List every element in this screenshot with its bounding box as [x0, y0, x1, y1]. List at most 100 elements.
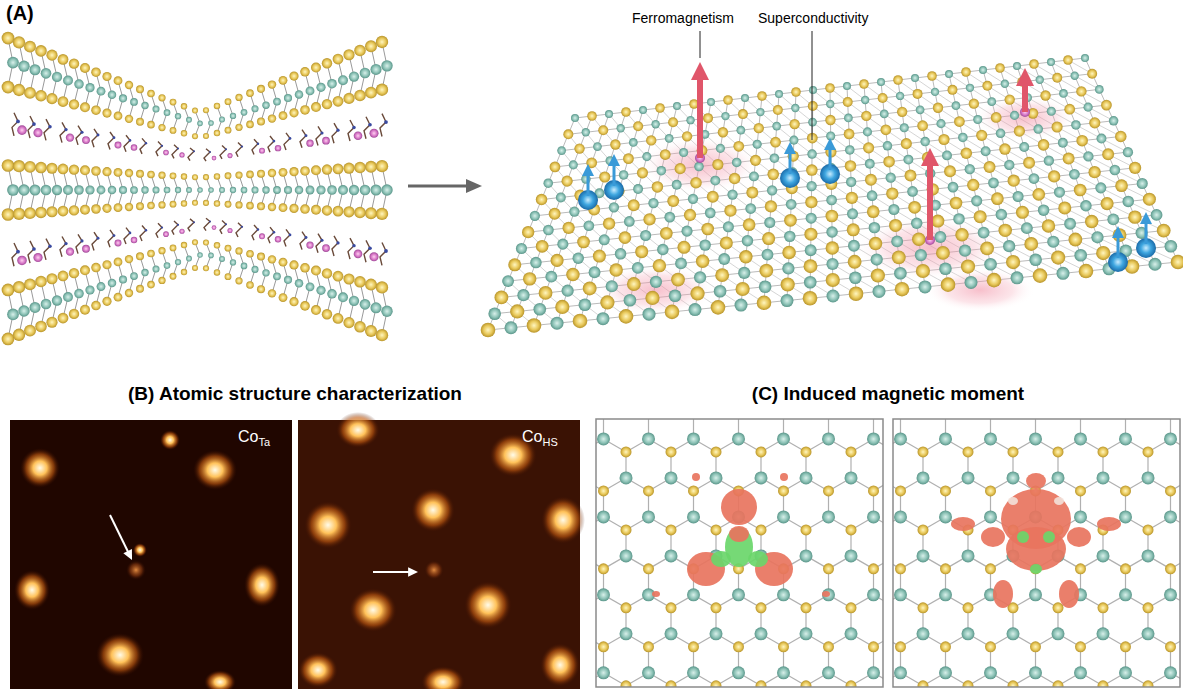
- cobalt-atom: [306, 241, 313, 248]
- molecule: [332, 123, 338, 143]
- sulfur-atom: [587, 111, 597, 121]
- tantalum-atom: [945, 70, 953, 78]
- sulfur-atom: [376, 160, 388, 172]
- tantalum-atom: [789, 136, 798, 145]
- molecule: [172, 221, 178, 235]
- sulfur-atom: [80, 63, 90, 73]
- cobalt-atom: [66, 248, 74, 256]
- sulfur-atom: [770, 137, 781, 148]
- sulfur-atom: [808, 101, 818, 111]
- sulfur-atom: [46, 50, 57, 61]
- tantalum-atom: [327, 79, 337, 89]
- tantalum-atom: [7, 57, 19, 69]
- sulfur-atom: [268, 289, 276, 297]
- tantalum-atom: [936, 119, 945, 128]
- sulfur-atom: [550, 162, 561, 173]
- molecule-atom: [113, 136, 116, 139]
- sulfur-atom: [703, 113, 713, 123]
- tantalum-atom: [18, 184, 29, 195]
- sulfur-atom: [2, 159, 15, 172]
- tantalum-atom: [97, 87, 106, 96]
- tantalum-atom: [707, 98, 715, 106]
- sulfur-atom: [125, 203, 133, 211]
- tantalum-atom: [1001, 80, 1009, 88]
- sulfur-atom: [322, 164, 332, 174]
- sulfur-atom: [35, 321, 47, 333]
- sulfur-atom: [1064, 104, 1075, 115]
- molecule: [204, 149, 210, 161]
- sulfur-atom: [246, 121, 254, 129]
- sulfur-atom: [279, 258, 288, 267]
- sulfur-atom: [114, 203, 123, 212]
- molecule-atom: [273, 140, 276, 143]
- tantalum-atom: [327, 185, 337, 195]
- sulfur-atom: [136, 118, 144, 126]
- sulfur-atom: [24, 207, 36, 219]
- sulfur-atom: [158, 172, 165, 179]
- sulfur-atom: [158, 124, 165, 131]
- sulfur-atom: [225, 98, 232, 105]
- sulfur-atom: [69, 58, 79, 68]
- sulfur-atom: [300, 301, 310, 311]
- tantalum-atom: [642, 152, 651, 161]
- sulfur-atom: [13, 208, 25, 220]
- sulfur-atom: [214, 130, 220, 136]
- tantalum-atom: [809, 86, 817, 94]
- tantalum-atom: [900, 123, 909, 132]
- sulfur-atom: [246, 202, 254, 210]
- sulfur-atom: [214, 269, 220, 275]
- sulfur-atom: [897, 107, 907, 117]
- tantalum-atom: [141, 186, 148, 193]
- sulfur-atom: [343, 93, 354, 104]
- sulfur-atom: [365, 161, 377, 173]
- sulfur-atom: [354, 207, 366, 219]
- cobalt-atom: [259, 148, 265, 154]
- sulfur-atom: [655, 103, 665, 113]
- sulfur-atom: [343, 163, 354, 174]
- sulfur-atom: [91, 166, 101, 176]
- molecule-atom: [64, 242, 67, 245]
- sulfur-atom: [563, 129, 573, 139]
- tantalum-atom: [861, 96, 869, 104]
- tantalum-atom: [741, 94, 749, 102]
- molecule-atom: [368, 246, 372, 250]
- tantalum-atom: [381, 60, 392, 71]
- tantalum-atom: [130, 272, 138, 280]
- tantalum-atom: [349, 71, 359, 81]
- tantalum-atom: [1036, 76, 1044, 84]
- molecule: [28, 116, 34, 138]
- tantalum-atom: [686, 116, 694, 124]
- tantalum-atom: [186, 187, 192, 193]
- sulfur-atom: [225, 273, 232, 280]
- sulfur-atom: [46, 93, 57, 104]
- molecule: [268, 136, 274, 152]
- tantalum-atom: [775, 90, 783, 98]
- molecule: [172, 145, 178, 159]
- molecule: [236, 223, 242, 237]
- molecule-atom: [273, 231, 276, 234]
- sulfur-atom: [311, 165, 321, 175]
- tantalum-atom: [7, 184, 19, 196]
- sulfur-atom: [192, 133, 198, 139]
- arrow-head: [466, 179, 482, 193]
- tantalum-atom: [164, 187, 171, 194]
- sulfur-atom: [246, 171, 254, 179]
- sulfur-atom: [203, 174, 209, 180]
- tantalum-atom: [273, 186, 281, 194]
- sulfur-atom: [91, 67, 101, 77]
- sulfur-atom: [791, 87, 801, 97]
- sulfur-atom: [147, 171, 155, 179]
- sulfur-atom: [46, 206, 57, 217]
- sulfur-atom: [246, 281, 254, 289]
- sulfur-atom: [268, 255, 276, 263]
- sulfur-atom: [365, 207, 377, 219]
- cobalt-atom: [17, 256, 27, 266]
- tantalum-atom: [52, 72, 62, 82]
- tantalum-atom: [208, 253, 214, 259]
- sulfur-atom: [181, 103, 187, 109]
- sulfur-atom: [933, 103, 943, 113]
- tantalum-atom: [843, 82, 851, 90]
- molecule-atom: [48, 125, 51, 128]
- sulfur-atom: [333, 54, 344, 65]
- tantalum-atom: [29, 184, 40, 195]
